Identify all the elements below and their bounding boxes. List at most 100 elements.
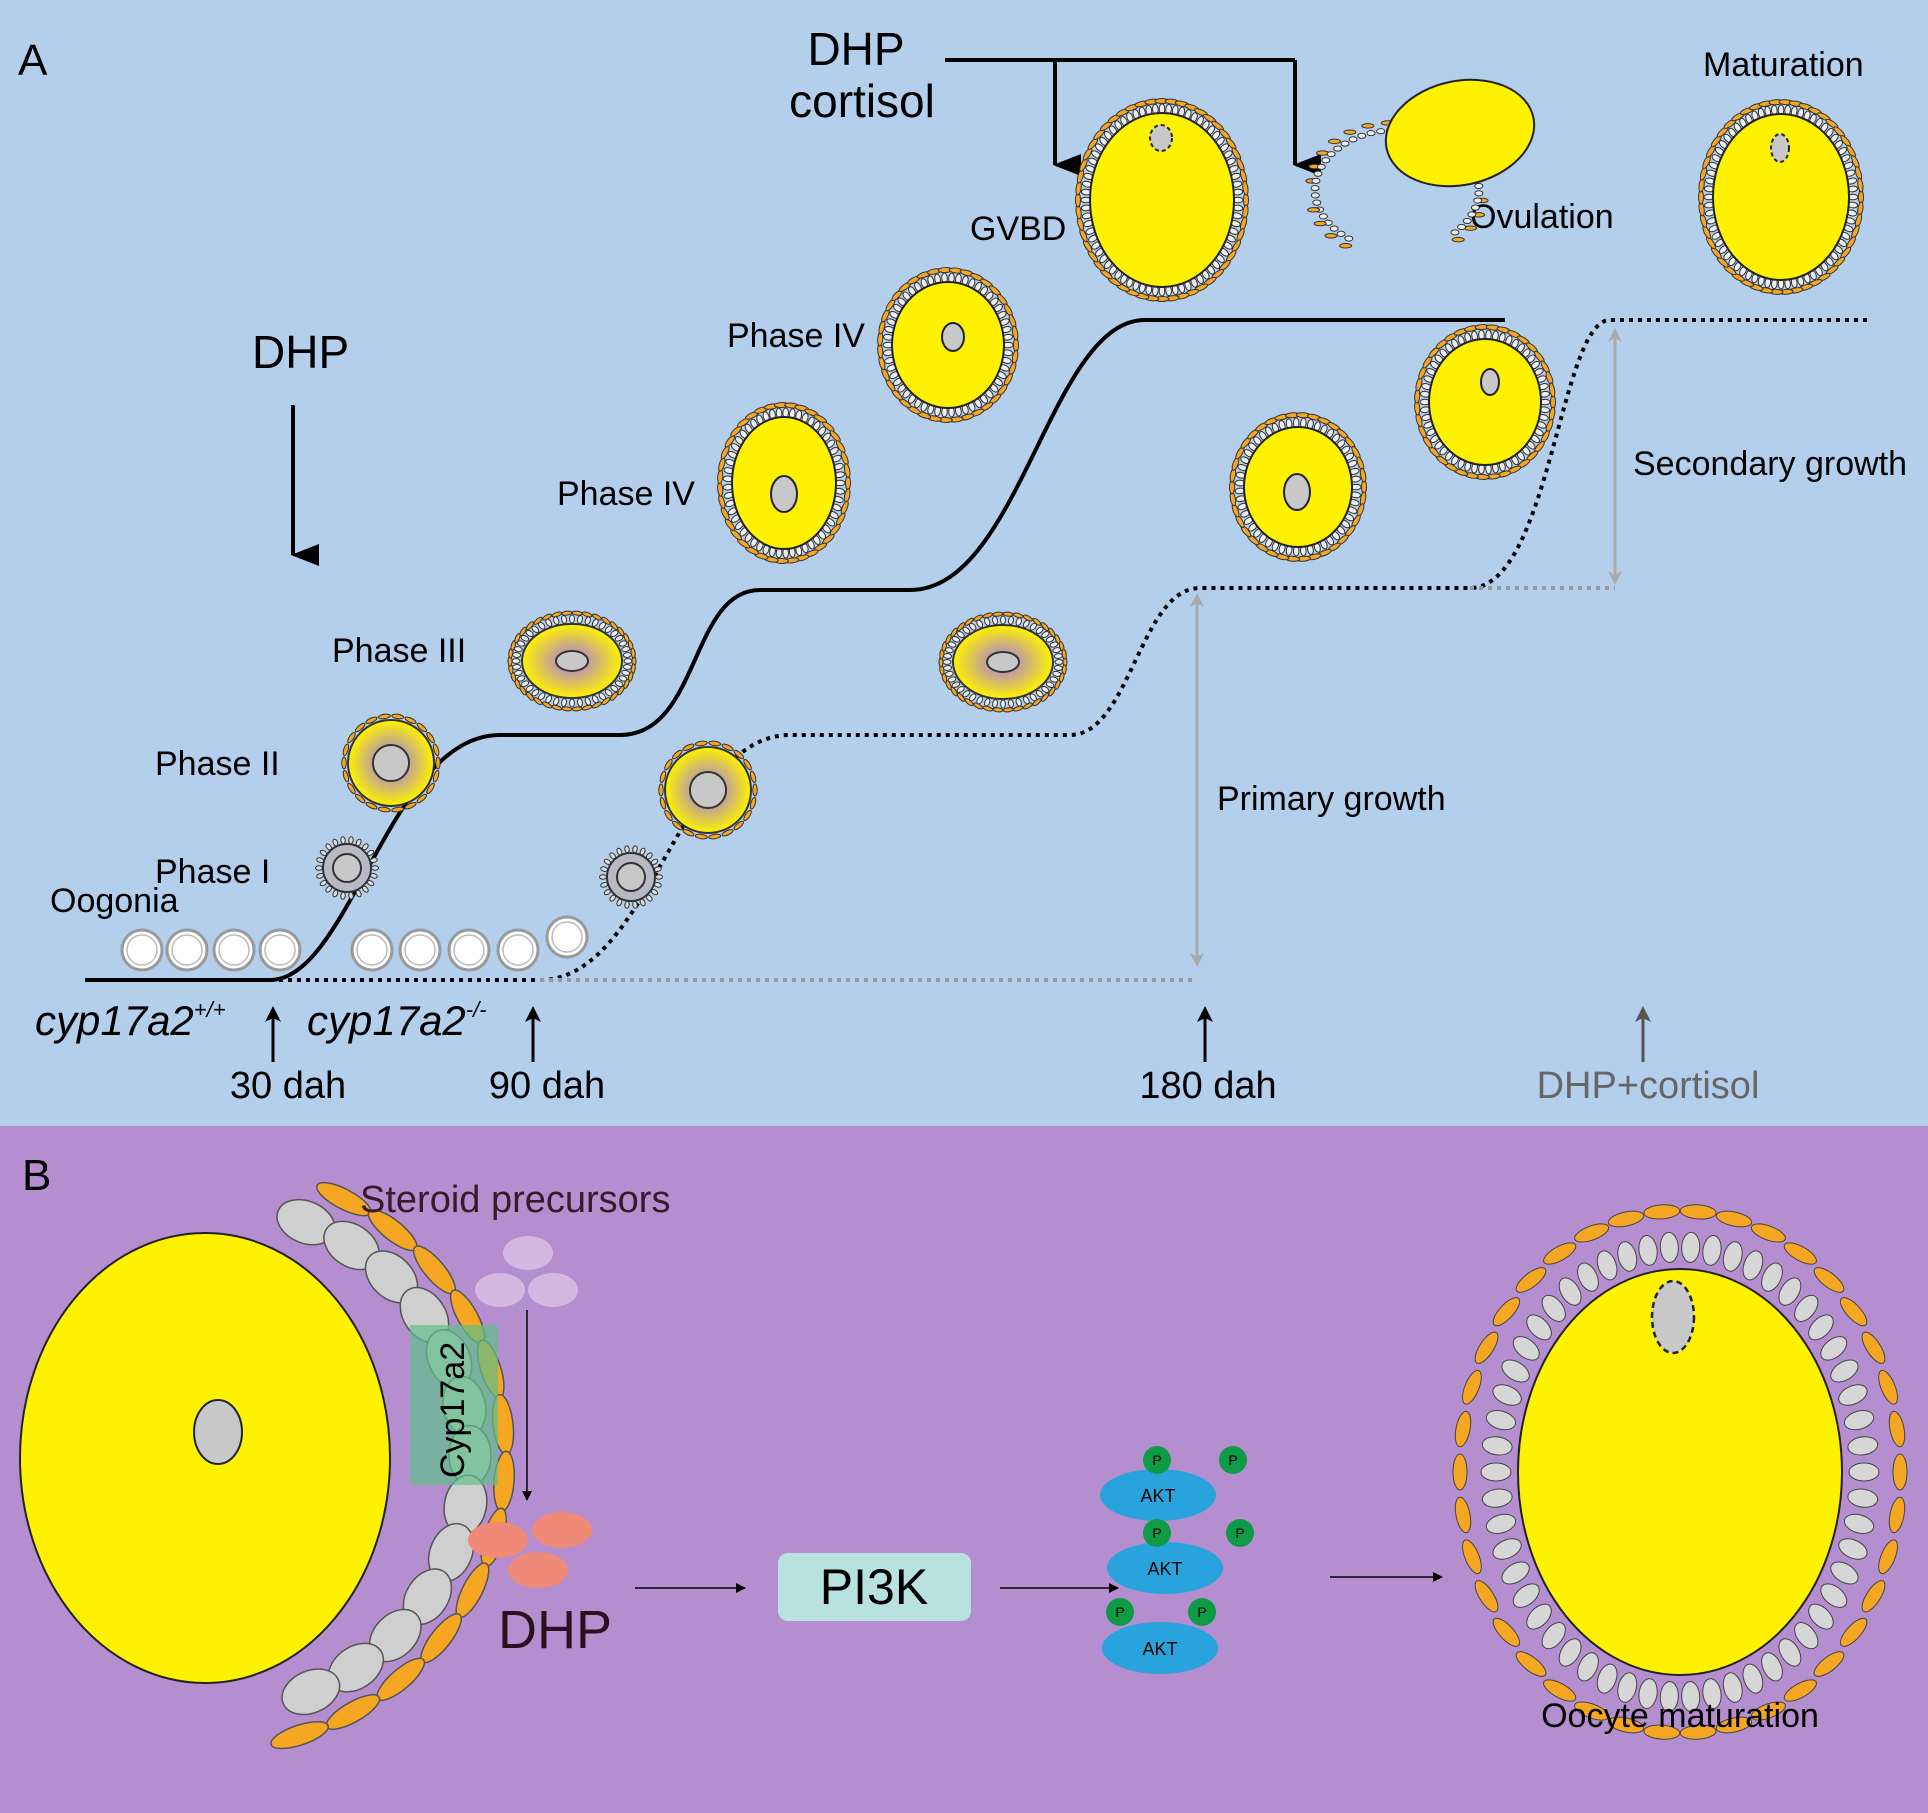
theca-cell xyxy=(659,770,667,784)
theca-cell xyxy=(365,802,378,810)
theca-cell xyxy=(519,626,527,637)
granulosa-cell xyxy=(591,695,599,704)
granulosa-cell xyxy=(1722,1241,1743,1272)
granulosa-cell xyxy=(512,652,522,658)
germinal-vesicle xyxy=(193,1399,243,1465)
gvbd-label: GVBD xyxy=(970,210,1066,248)
theca-cell xyxy=(1878,1539,1898,1575)
theca-cell xyxy=(581,611,593,618)
granulosa-cell xyxy=(1512,1336,1540,1361)
granulosa-cell xyxy=(371,865,379,871)
granulosa-cell xyxy=(1035,690,1044,698)
theca-cell xyxy=(671,820,683,831)
granulosa-cell xyxy=(1054,659,1064,665)
maturation-follicle xyxy=(1698,99,1864,295)
oogonium-inner xyxy=(404,934,436,966)
genotype-knockout-label: cyp17a2-/- xyxy=(307,997,487,1044)
granulosa-cell xyxy=(1029,693,1037,702)
granulosa-cell xyxy=(348,836,354,845)
granulosa-cell xyxy=(962,626,971,634)
germinal-vesicle xyxy=(1149,124,1173,152)
precursor-molecule xyxy=(475,1273,525,1307)
granulosa-cell xyxy=(1681,1231,1701,1263)
granulosa-cell xyxy=(1329,225,1339,232)
precursor-molecule xyxy=(528,1273,578,1307)
granulosa-cell xyxy=(348,891,354,900)
granulosa-cell xyxy=(520,680,530,687)
oogonium xyxy=(212,928,256,972)
granulosa-cell xyxy=(598,692,606,701)
theca-cell xyxy=(347,782,356,795)
germinal-vesicle xyxy=(1283,473,1311,511)
granulosa-cell xyxy=(1053,653,1063,659)
granulosa-cell xyxy=(969,693,977,702)
granulosa-cell xyxy=(1485,1513,1517,1534)
phase-iii-follicle xyxy=(507,610,637,712)
granulosa-cell xyxy=(1053,665,1063,671)
timepoint-90-label: 90 dah xyxy=(489,1065,605,1107)
oogonium xyxy=(447,928,491,972)
oocyte xyxy=(1712,113,1850,281)
granulosa-cell xyxy=(1313,170,1323,177)
oogonium-inner xyxy=(502,934,534,966)
granulosa-cell xyxy=(1541,1294,1566,1322)
theca-cell xyxy=(1813,1651,1845,1677)
theca-cell xyxy=(1515,1267,1547,1293)
theca-cell xyxy=(1607,1716,1645,1734)
theca-cell xyxy=(617,685,625,696)
granulosa-cell xyxy=(624,900,630,909)
granulosa-cell xyxy=(1843,1410,1875,1431)
granulosa-cell xyxy=(340,891,346,900)
theca-cell xyxy=(416,793,428,804)
granulosa-cell xyxy=(956,686,965,693)
akt-protein xyxy=(1102,1622,1218,1674)
germinal-vesicle xyxy=(616,862,646,892)
theca-cell xyxy=(1643,1724,1681,1740)
oocyte-maturation-label: Oocyte maturation xyxy=(1541,1697,1819,1735)
granulosa-cell xyxy=(1778,1638,1802,1667)
granulosa-cell xyxy=(622,664,632,670)
granulosa-cell xyxy=(525,630,534,637)
granulosa-cell xyxy=(655,874,663,880)
granulosa-cell xyxy=(618,640,628,647)
phospho-group xyxy=(1143,1446,1171,1474)
granulosa-cell xyxy=(1462,217,1472,225)
granulosa-cell xyxy=(1558,1277,1582,1306)
granulosa-cell xyxy=(632,900,638,909)
akt-protein xyxy=(1100,1469,1216,1521)
phase-ii xyxy=(341,713,441,813)
theca-cell xyxy=(435,756,441,770)
theca-cell xyxy=(1892,1453,1908,1491)
theca-cell xyxy=(1861,1580,1886,1613)
granulosa-cell xyxy=(1761,1652,1783,1682)
granulosa-cell xyxy=(1000,699,1006,709)
phospho-label: P xyxy=(1228,1452,1237,1468)
granulosa-cell xyxy=(1808,1603,1834,1630)
theca-cell xyxy=(743,809,752,822)
granulosa-cell xyxy=(1794,1622,1819,1650)
granulosa-cell xyxy=(531,689,540,697)
granulosa-cell xyxy=(943,665,953,671)
germinal-vesicle xyxy=(1770,133,1790,163)
theca-cell xyxy=(659,796,667,810)
granulosa-cell xyxy=(1778,1277,1802,1306)
theca-cell xyxy=(1454,1496,1472,1534)
granulosa-cell xyxy=(511,658,521,664)
granulosa-cell xyxy=(1492,1384,1522,1406)
theca-cell xyxy=(391,806,405,813)
granulosa-cell xyxy=(1348,136,1358,143)
theca-cell xyxy=(1361,123,1375,129)
granulosa-cell xyxy=(1526,1314,1552,1341)
oogonium-inner xyxy=(356,934,388,966)
oogonium xyxy=(350,928,394,972)
granulosa-cell xyxy=(1830,1359,1859,1383)
granulosa-cell xyxy=(624,845,630,854)
phase-ii xyxy=(658,740,758,840)
theca-cell xyxy=(1307,207,1321,213)
granulosa-cell xyxy=(1838,1538,1868,1560)
granulosa-cell xyxy=(281,1668,341,1716)
theca-cell xyxy=(1543,1679,1577,1702)
theca-cell xyxy=(664,809,673,822)
granulosa-cell xyxy=(942,659,952,665)
granulosa-cell xyxy=(1029,622,1037,631)
